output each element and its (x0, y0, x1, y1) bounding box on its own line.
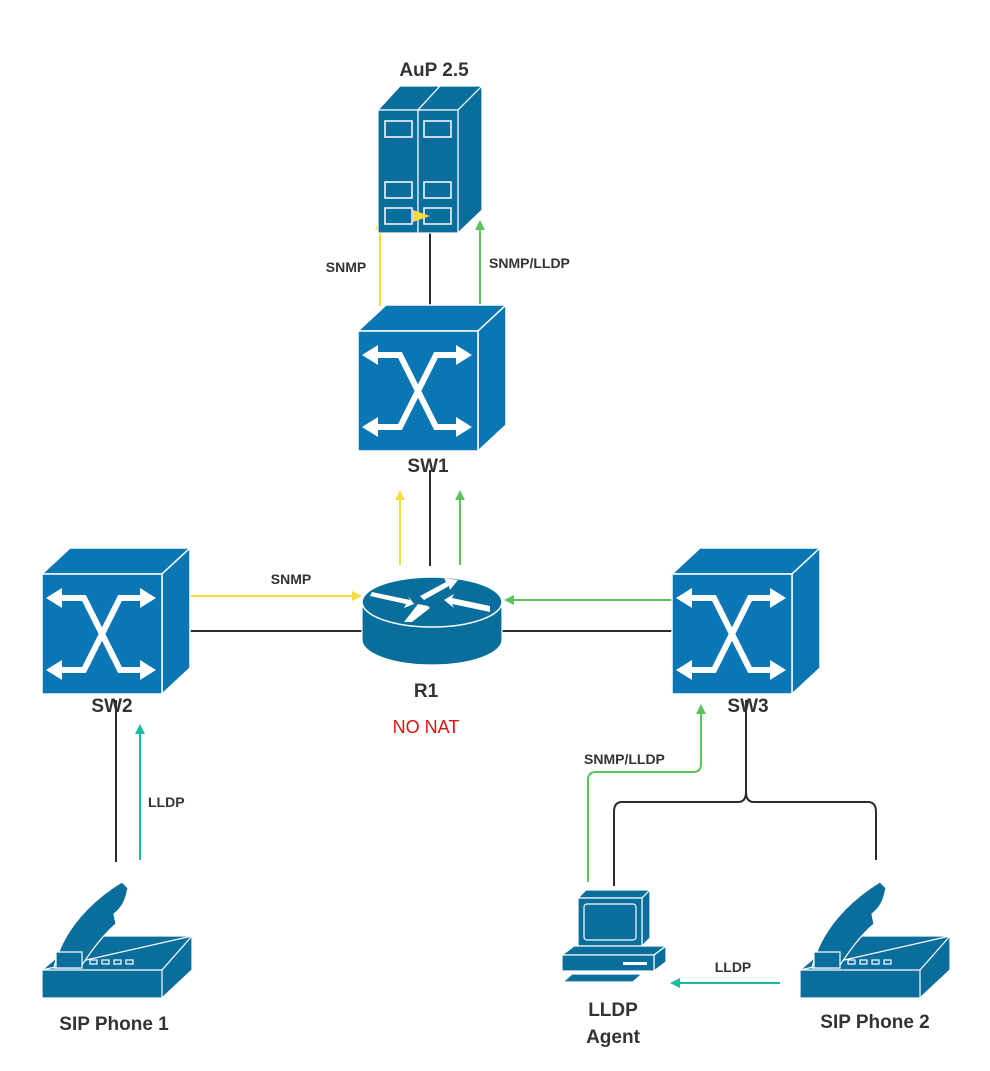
edge-label-sw2-r1-snmp: SNMP (271, 571, 311, 587)
wires (115, 232, 877, 886)
sip-phone-2-icon[interactable] (799, 881, 951, 999)
wire-sw3-phone2 (745, 791, 877, 860)
edge-label-sw1-aup-snmp-lldp: SNMP/LLDP (489, 255, 570, 271)
lldp-agent-pc-icon[interactable] (560, 888, 668, 983)
edge-label-phone1-sw2-lldp: LLDP (148, 794, 185, 810)
sip-phone-1-label: SIP Phone 1 (59, 1014, 169, 1035)
sip-phone-2-label: SIP Phone 2 (820, 1012, 929, 1033)
sip-phone-1-icon[interactable] (41, 881, 193, 999)
aup-label: AuP 2.5 (399, 60, 469, 81)
sw3-switch-icon[interactable] (672, 548, 820, 694)
edge-label-sw1-aup-snmp: SNMP (326, 259, 366, 275)
sw3-label: SW3 (727, 696, 768, 717)
flow-agent-sw3-snmp-lldp (587, 704, 706, 882)
r1-nat-note: NO NAT (393, 717, 460, 737)
edge-label-phone2-agent-lldp: LLDP (715, 959, 752, 975)
r1-router-icon[interactable] (361, 576, 503, 666)
lldp-agent-label-line1: LLDP (588, 1000, 638, 1021)
sw2-label: SW2 (91, 696, 132, 717)
sw1-switch-icon[interactable] (358, 305, 506, 451)
wire-sw3-agent (613, 700, 747, 886)
lldp-agent-label-line2: Agent (586, 1027, 641, 1048)
aup-server-icon[interactable] (376, 84, 484, 235)
sw2-switch-icon[interactable] (42, 548, 190, 694)
sw1-label: SW1 (407, 456, 449, 477)
r1-label: R1 (414, 681, 439, 702)
edge-label-agent-sw3-snmp-lldp: SNMP/LLDP (584, 751, 665, 767)
